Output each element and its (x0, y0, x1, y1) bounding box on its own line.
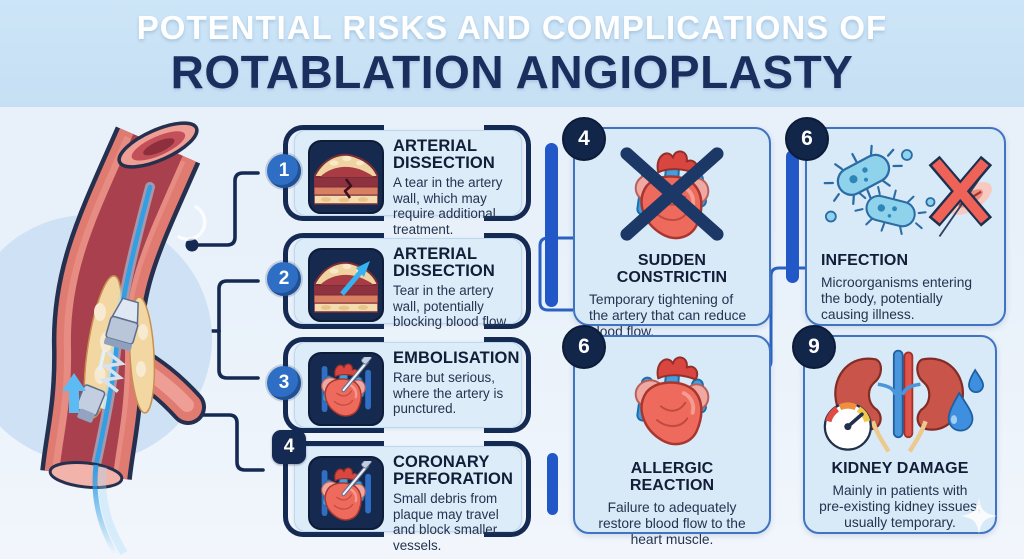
risk-item-3: EMBOLISATION Rare but serious, where the… (267, 337, 531, 433)
card-number-badge: 4 (562, 117, 606, 161)
heart-crossed-icon (613, 137, 731, 249)
risk-item-2: ARTERIAL DISSECTION Tear in the artery w… (267, 233, 531, 329)
card-number-badge: 6 (785, 117, 829, 161)
card-description: Failure to adequately restore blood flow… (598, 499, 746, 548)
sparkle-decoration (961, 498, 997, 534)
artery-tear-icon (308, 140, 384, 214)
card-title: INFECTION (821, 252, 909, 269)
heart-catheter-icon (308, 352, 384, 426)
card-title: SUDDEN CONSTRICTIN (616, 252, 728, 286)
risk-title: ARTERIAL DISSECTION (393, 245, 495, 281)
bracket-decoration (484, 125, 531, 221)
risk-title: ARTERIAL DISSECTION (393, 137, 495, 173)
risk-item-4: CORONARY PERFORATION Small debris from p… (272, 430, 531, 553)
card-title: KIDNEY DAMAGE (831, 460, 969, 477)
risk-title: CORONARY PERFORATION (393, 453, 513, 489)
accent-bar (786, 150, 799, 283)
risk-card: EMBOLISATION Rare but serious, where the… (294, 342, 522, 428)
complication-card-sudden-constriction: 4 SUDDEN CONSTRICTIN Temporary tightenin… (562, 117, 771, 339)
card-title: ALLERGIC REACTION (629, 460, 715, 494)
risk-card: CORONARY PERFORATION Small debris from p… (294, 446, 522, 553)
card-description: Temporary tightening of the artery that … (589, 291, 747, 340)
heart-catheter-icon (308, 456, 384, 530)
risk-description: Rare but serious, where the artery is pu… (393, 370, 504, 417)
risk-item-1: ARTERIAL DISSECTION A tear in the artery… (267, 125, 531, 237)
risk-number-badge: 2 (267, 262, 301, 296)
risk-description: A tear in the artery wall, which may req… (393, 175, 503, 237)
bracket-decoration (283, 441, 384, 537)
complication-card-infection: 6 (785, 117, 1006, 326)
page-title-line1: POTENTIAL RISKS AND COMPLICATIONS OF (136, 9, 888, 47)
risk-card: ARTERIAL DISSECTION Tear in the artery w… (294, 238, 522, 329)
accent-bar (545, 143, 558, 307)
card-number-badge: 6 (562, 325, 606, 369)
bracket-decoration (484, 441, 531, 537)
kidneys-gauge-drops-icon (816, 345, 984, 457)
risk-description: Tear in the artery wall, potentially blo… (393, 283, 510, 330)
heart-icon (618, 345, 726, 457)
risk-number-badge: 1 (267, 154, 301, 188)
risk-number-badge: 3 (267, 366, 301, 400)
complication-card-kidney-damage: 9 (792, 325, 997, 534)
accent-bar (547, 453, 558, 515)
risk-card: ARTERIAL DISSECTION A tear in the artery… (294, 130, 522, 237)
complication-card-allergic-reaction: 6 ALLERGIC REACTION Failure to adequatel… (562, 325, 771, 547)
card-description: Mainly in patients with pre-existing kid… (819, 482, 981, 531)
artery-rotablation-illustration (0, 121, 212, 557)
bracket-decoration (484, 233, 531, 329)
risk-number-badge: 4 (272, 430, 306, 464)
page-title-line2: ROTABLATION ANGIOPLASTY (170, 45, 854, 98)
bracket-decoration (484, 337, 531, 433)
artery-dissection-arrow-icon (308, 248, 384, 322)
bacteria-wound-icon (819, 137, 992, 249)
risk-description: Small debris from plaque may travel and … (393, 491, 499, 553)
header-banner: POTENTIAL RISKS AND COMPLICATIONS OF ROT… (0, 0, 1024, 107)
risk-title: EMBOLISATION (393, 349, 520, 367)
card-description: Microorganisms entering the body, potent… (821, 274, 973, 323)
card-number-badge: 9 (792, 325, 836, 369)
